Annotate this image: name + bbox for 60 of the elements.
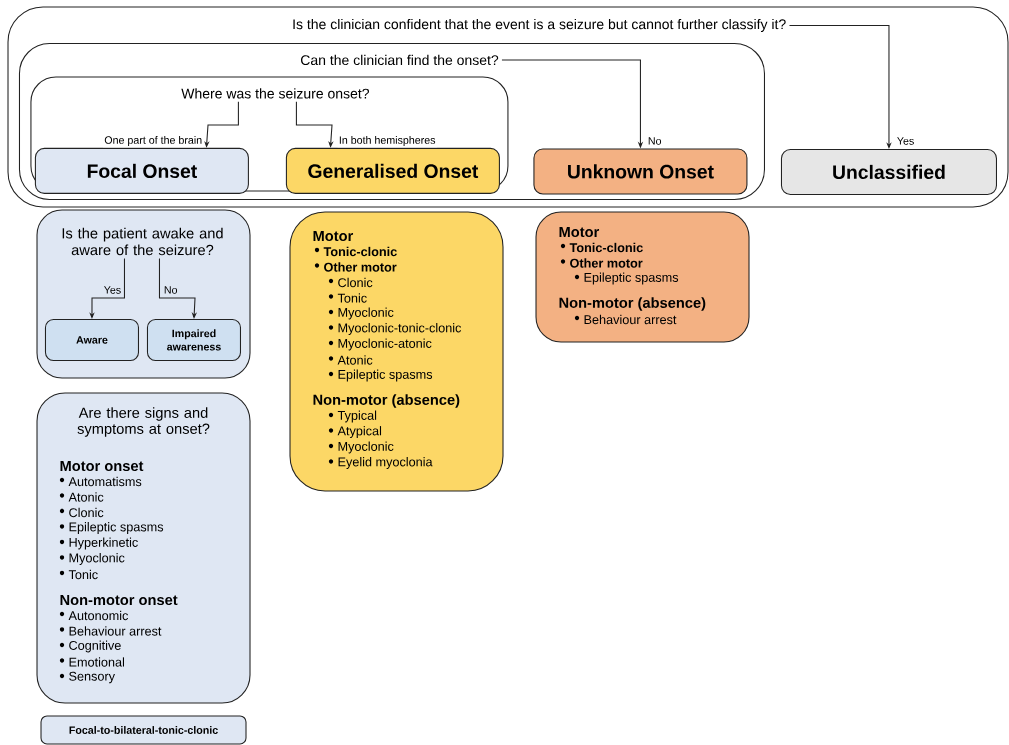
list-item: Other motor xyxy=(314,262,397,272)
edge-label: One part of the brain xyxy=(102,134,204,148)
question-text: Are there signs and symptoms at onset? xyxy=(77,407,210,437)
list-item: Other motor xyxy=(560,258,643,268)
list-heading: Non-motor (absence) xyxy=(313,394,460,408)
list-item: Myoclonic-tonic-clonic xyxy=(328,323,462,335)
list-item: Tonic xyxy=(328,293,367,303)
question-text: Is the clinician confident that the event is a seizure but cannot further classify it? xyxy=(293,18,786,32)
edge-label: No xyxy=(162,284,179,296)
list-heading: Motor onset xyxy=(60,460,144,472)
category-box: Generalised Onset xyxy=(285,147,500,194)
list-item: Hyperkinetic xyxy=(59,537,138,550)
list-box xyxy=(289,211,504,492)
list-item: Sensory xyxy=(59,671,115,684)
list-item: Epileptic spasms xyxy=(59,522,164,534)
list-item: Eyelid myoclonia xyxy=(328,457,433,469)
list-item: Atonic xyxy=(59,492,104,502)
question-text: Can the clinician find the onset? xyxy=(301,54,499,66)
question-text: Where was the seizure onset? xyxy=(181,88,369,99)
edge-label: Yes xyxy=(102,284,123,296)
category-box: Unclassified xyxy=(780,148,997,195)
list-item: Tonic xyxy=(59,569,98,580)
frame-box xyxy=(18,42,765,200)
edge-label: In both hemispheres xyxy=(337,134,437,148)
edge-label: No xyxy=(646,135,663,147)
list-item: Myoclonic xyxy=(328,307,394,320)
list-item: Myoclonic xyxy=(59,553,125,565)
list-item: Myoclonic xyxy=(328,441,394,454)
list-item: Emotional xyxy=(59,657,124,667)
arrow xyxy=(158,257,198,319)
arrow xyxy=(788,24,892,149)
list-item: Behaviour arrest xyxy=(574,314,677,325)
option-box: Impaired awareness xyxy=(146,318,241,361)
list-item: Cognitive xyxy=(59,640,121,653)
list-item: Tonic-clonic xyxy=(314,246,397,257)
list-heading: Motor xyxy=(313,230,354,242)
frame-box xyxy=(7,6,1009,208)
list-item: Clonic xyxy=(59,507,104,518)
list-item: Epileptic spasms xyxy=(328,369,433,382)
list-item: Myoclonic-atonic xyxy=(328,338,432,351)
list-item: Autonomic xyxy=(59,610,129,621)
list-item: Atypical xyxy=(328,426,382,438)
list-heading: Motor xyxy=(559,226,600,238)
category-box: Focal Onset xyxy=(34,147,249,194)
list-item: Atonic xyxy=(328,355,373,365)
edge-label: Yes xyxy=(895,135,916,147)
list-box xyxy=(36,392,251,704)
option-box: Aware xyxy=(44,318,139,361)
list-item: Automatisms xyxy=(59,476,142,487)
list-item: Clonic xyxy=(328,277,373,288)
list-item: Behaviour arrest xyxy=(59,626,162,636)
list-box xyxy=(535,211,750,343)
list-heading: Non-motor (absence) xyxy=(559,297,706,311)
category-box: Unknown Onset xyxy=(533,148,748,195)
list-item: Tonic-clonic xyxy=(560,242,643,253)
list-item: Typical xyxy=(328,410,377,423)
list-heading: Non-motor onset xyxy=(60,594,178,606)
list-item: Epileptic spasms xyxy=(574,272,679,285)
option-box: Focal-to-bilateral-tonic-clonic xyxy=(40,715,247,745)
question-text: Is the patient awake and aware of the seizure? xyxy=(62,227,223,256)
